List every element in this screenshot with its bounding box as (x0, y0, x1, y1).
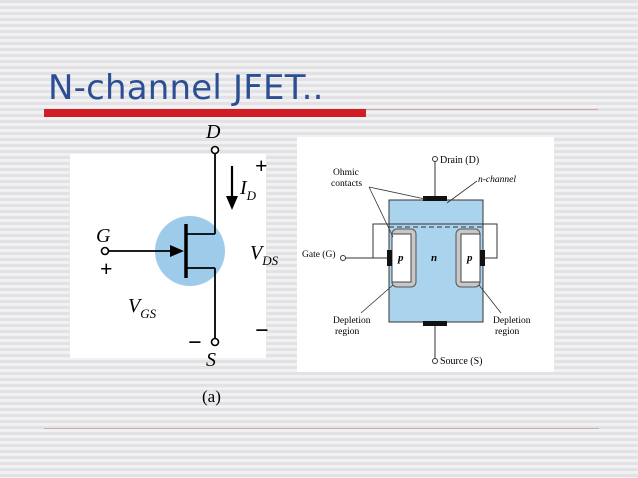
minus-source: − (188, 330, 202, 356)
ohmic-label-line1: Ohmic (333, 168, 359, 178)
gate-wire (345, 223, 498, 259)
drain-label: D (205, 121, 221, 143)
n-center-label: n (431, 252, 437, 264)
plus-top: + (255, 153, 268, 178)
jfet-structure-diagram: Drain (D) Ohmic contacts n-channel Gate … (297, 137, 554, 372)
jfet-symbol-diagram: D + ID G + VDS VGS − − S (a) (70, 121, 279, 406)
depletion-right-line2: region (495, 327, 520, 337)
source-contact (423, 321, 447, 326)
p-right-label: p (466, 252, 473, 264)
id-label-main: I (239, 177, 248, 199)
p-left-label: p (397, 252, 404, 264)
vds-label-main: V (250, 242, 265, 264)
source-label: Source (S) (440, 356, 483, 367)
left-gate-contact (387, 250, 392, 266)
gate-label: G (96, 225, 111, 247)
vds-label-sub: DS (261, 253, 278, 268)
depletion-left-line2: region (335, 327, 360, 337)
ohmic-label-line2: contacts (331, 179, 362, 189)
nchannel-label: n-channel (478, 175, 516, 185)
source-terminal (210, 337, 220, 347)
vgs-label-sub: GS (140, 306, 156, 321)
minus-right: − (255, 318, 269, 344)
gate-terminal (100, 246, 110, 256)
source-terminal-node (432, 358, 438, 364)
vgs-label-main: V (128, 295, 143, 317)
vgs-label: VGS (128, 295, 157, 321)
depletion-right-line1: Depletion (493, 316, 531, 326)
symbol-caption: (a) (202, 387, 221, 406)
gate-label: Gate (G) (302, 249, 336, 260)
plus-gate: + (100, 256, 113, 281)
source-label: S (206, 349, 216, 371)
drain-terminal-node (432, 156, 438, 162)
id-label-sub: D (246, 188, 257, 203)
depletion-right-leader (478, 284, 502, 314)
ohmic-leader-2 (368, 186, 426, 200)
nchannel-leader (446, 180, 478, 204)
id-current-arrowhead (226, 196, 238, 210)
drain-terminal (210, 145, 220, 155)
vds-label: VDS (250, 242, 279, 268)
drain-contact (423, 196, 447, 201)
slide-title: N-channel JFET.. (48, 68, 324, 108)
title-accent-bar (44, 109, 366, 117)
drain-label: Drain (D) (440, 155, 479, 166)
id-label: ID (239, 177, 257, 203)
gate-terminal-node (340, 255, 346, 261)
right-gate-contact (480, 250, 485, 266)
depletion-left-line1: Depletion (333, 316, 371, 326)
gate-arrow (170, 245, 184, 257)
title-rule-line (366, 109, 598, 110)
footer-rule-line (44, 428, 599, 429)
depletion-left-leader (360, 284, 394, 314)
ohmic-leader-1 (368, 186, 394, 238)
